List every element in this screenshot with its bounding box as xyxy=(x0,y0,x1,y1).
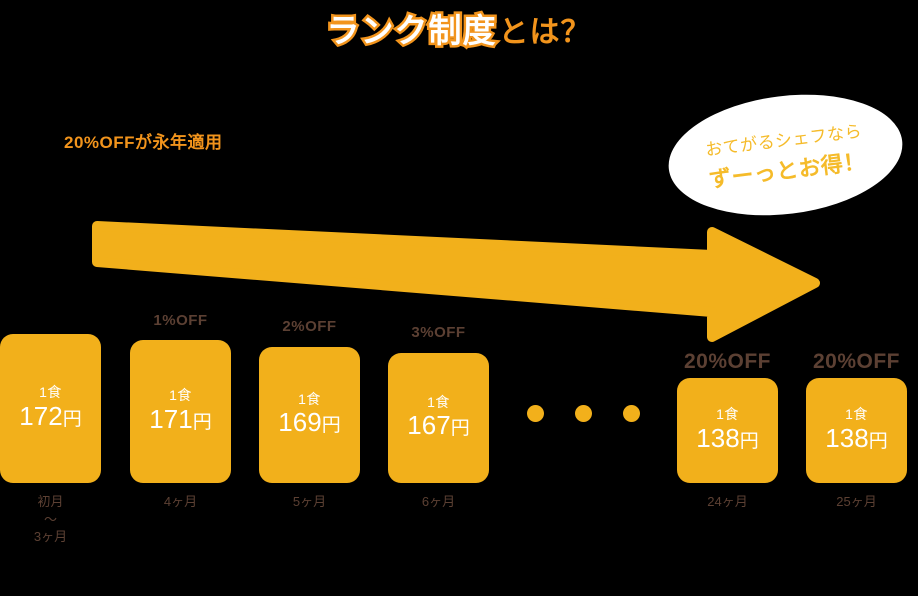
price-value: 169 xyxy=(278,407,322,438)
month-label-line: 〜 xyxy=(43,511,57,527)
page-title: ランク制度とは？ xyxy=(0,4,918,52)
price-value: 171 xyxy=(149,403,193,434)
speech-bubble: おてがるシェフなら ずーっとお得！ xyxy=(661,82,910,228)
ellipsis-dot xyxy=(623,405,640,422)
price-card-price: 138円 xyxy=(825,422,888,454)
permanent-discount-note: 20%OFFが永年適用 xyxy=(64,133,223,152)
month-label-line: 4ヶ月 xyxy=(163,494,198,509)
month-label: 6ヶ月 xyxy=(388,493,489,511)
price-card-meal-unit: 1食 xyxy=(845,406,868,423)
price-card-price: 172円 xyxy=(19,400,82,432)
price-card[interactable]: 1食 138円 xyxy=(806,378,907,483)
price-currency: 円 xyxy=(739,430,759,452)
page-title-main: ランク制度 xyxy=(324,10,498,52)
price-value: 167 xyxy=(407,410,451,441)
discount-label: 1%OFF xyxy=(153,312,208,329)
price-card-meal-unit: 1食 xyxy=(169,387,192,404)
price-card-price: 138円 xyxy=(696,422,759,454)
price-currency: 円 xyxy=(62,408,82,430)
price-value: 138 xyxy=(696,422,740,453)
month-label-line: 24ヶ月 xyxy=(707,494,748,509)
price-currency: 円 xyxy=(192,411,212,433)
price-currency: 円 xyxy=(321,415,341,437)
price-card-meal-unit: 1食 xyxy=(427,393,450,410)
ellipsis-dot xyxy=(575,405,592,422)
price-card-price: 171円 xyxy=(149,403,212,435)
month-label-line: 3ヶ月 xyxy=(33,529,68,545)
price-value: 138 xyxy=(825,422,869,453)
price-card-price: 167円 xyxy=(407,410,470,441)
month-label: 24ヶ月 xyxy=(677,493,778,511)
price-card-meal-unit: 1食 xyxy=(298,390,321,407)
price-card[interactable]: 1食 169円 xyxy=(259,347,360,483)
price-value: 172 xyxy=(19,400,63,431)
discount-label: 3%OFF xyxy=(411,324,466,341)
price-card[interactable]: 1食 167円 xyxy=(388,353,489,483)
month-label-line: 初月 xyxy=(37,494,64,509)
discount-label: 2%OFF xyxy=(282,318,337,335)
price-currency: 円 xyxy=(868,430,888,452)
price-card[interactable]: 1食 172円 xyxy=(0,334,101,483)
month-label-line: 6ヶ月 xyxy=(421,494,456,509)
price-card[interactable]: 1食 138円 xyxy=(677,378,778,483)
price-card-price: 169円 xyxy=(278,407,341,438)
price-card-meal-unit: 1食 xyxy=(39,384,62,401)
discount-label: 20%OFF xyxy=(683,350,772,373)
ellipsis-dot xyxy=(527,405,544,422)
month-label: 5ヶ月 xyxy=(259,493,360,511)
price-currency: 円 xyxy=(450,418,470,440)
month-label: 4ヶ月 xyxy=(130,493,231,511)
month-label-line: 5ヶ月 xyxy=(292,494,327,509)
discount-label: 20%OFF xyxy=(812,350,901,373)
month-label-line: 25ヶ月 xyxy=(836,494,877,509)
price-card-meal-unit: 1食 xyxy=(716,406,739,423)
page-title-sub: とは？ xyxy=(498,16,592,49)
month-label: 初月 〜 3ヶ月 xyxy=(0,493,101,546)
price-card[interactable]: 1食 171円 xyxy=(130,340,231,483)
month-label: 25ヶ月 xyxy=(806,493,907,511)
